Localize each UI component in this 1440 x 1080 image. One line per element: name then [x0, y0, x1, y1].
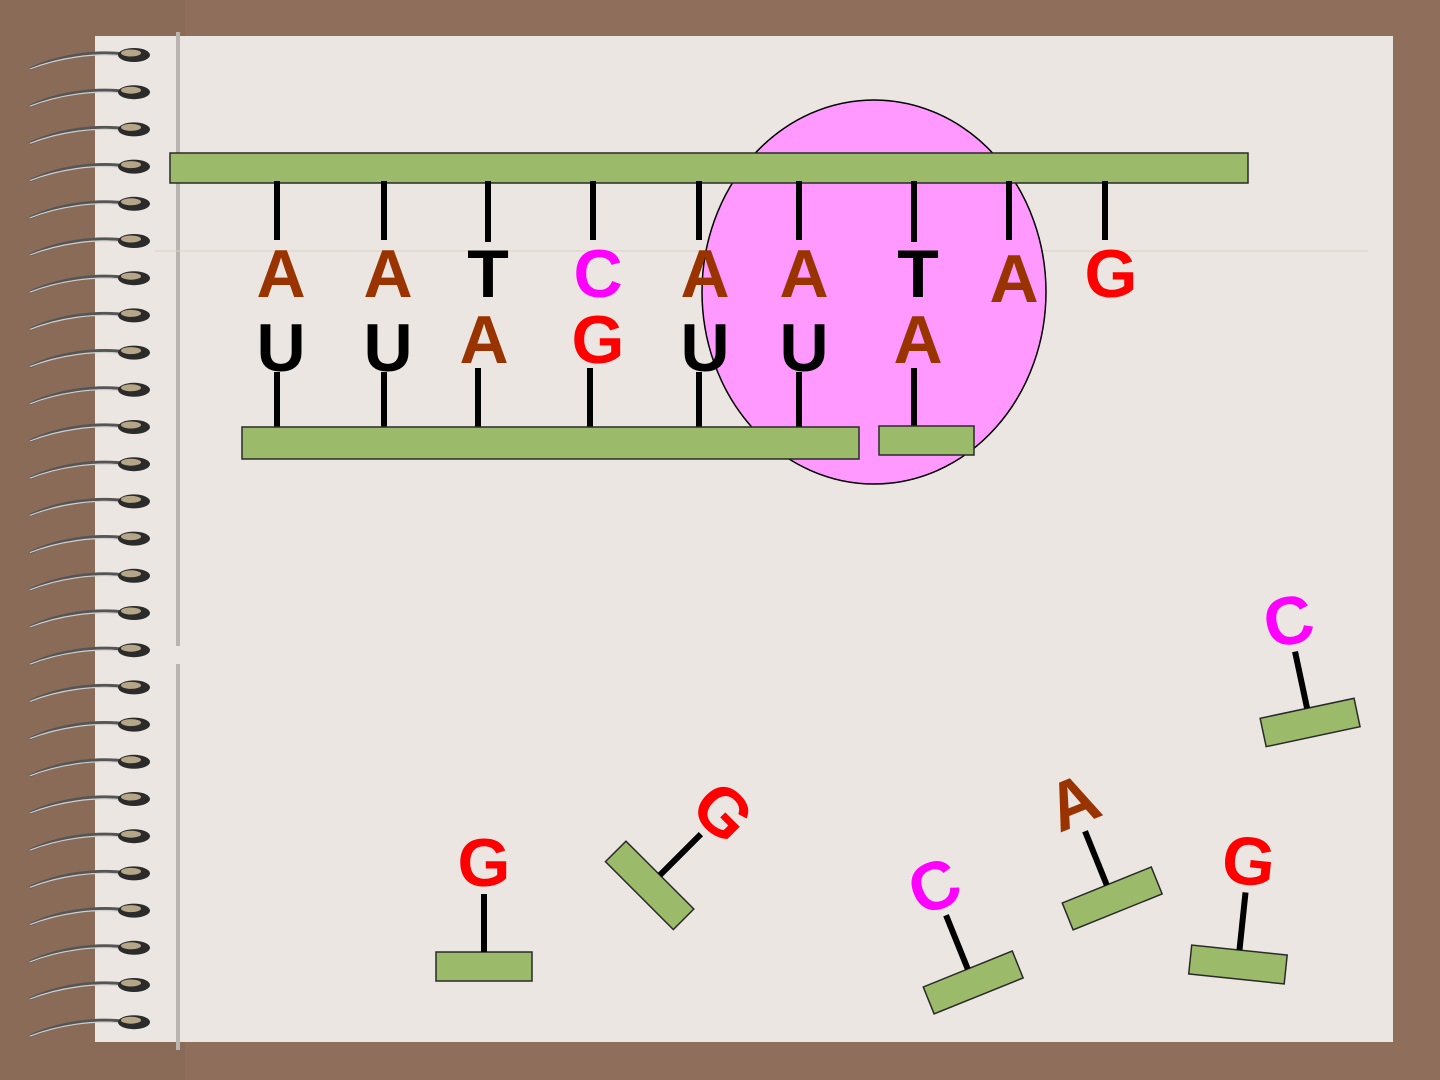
spiral-coil [29, 382, 150, 406]
spiral-coil [29, 903, 150, 926]
dna-backbone [169, 152, 1249, 184]
free-nucleotide: G [604, 767, 768, 931]
spiral-coil [29, 531, 150, 554]
free-base-c: C [897, 842, 971, 931]
spiral-coil [29, 196, 150, 220]
dna-base-a: A [779, 236, 828, 312]
spiral-coil [29, 829, 150, 852]
spiral-coil [29, 940, 150, 964]
spiral-coil [29, 420, 150, 443]
free-base-g: G [1218, 821, 1279, 902]
rna-base-g: G [572, 302, 625, 378]
binder-margin-line-top [176, 32, 180, 646]
rna-base-u: U [363, 310, 412, 386]
spiral-coil [29, 457, 150, 480]
spiral-coil [29, 48, 150, 71]
free-nucleotide: C [897, 842, 1025, 1015]
nucleotide-stem [1292, 650, 1311, 709]
spiral-coil [29, 866, 150, 889]
spiral-coil [29, 122, 150, 145]
nucleotide-sugar-phosphate [435, 951, 533, 982]
spiral-coil [29, 85, 150, 108]
spiral-coil [29, 978, 150, 1001]
nucleotide-stem [657, 831, 704, 878]
dna-base-a: A [989, 241, 1038, 317]
nucleotide-sugar-phosphate [922, 950, 1025, 1015]
nucleotide-stem [1236, 892, 1249, 951]
binder-margin-line-bottom [176, 664, 180, 1050]
nucleotide-sugar-phosphate [1187, 944, 1289, 985]
spiral-coil [29, 345, 150, 368]
free-base-a: A [1036, 758, 1110, 847]
free-nucleotide: A [1036, 758, 1164, 931]
spiral-coil [29, 1015, 150, 1038]
rna-polymerase-enzyme [701, 99, 1047, 485]
dna-base-c: C [573, 236, 622, 312]
free-nucleotide: C [1257, 579, 1361, 748]
spiral-binding [29, 48, 150, 1038]
dna-base-t: T [467, 236, 509, 312]
spiral-coil [29, 792, 150, 815]
spiral-coil [29, 606, 150, 629]
rna-base-u: U [779, 310, 828, 386]
spiral-coil [29, 308, 150, 331]
nucleotide-stem [1082, 830, 1110, 887]
free-nucleotide: G [1187, 821, 1289, 985]
nucleotide-sugar-phosphate [604, 840, 695, 931]
nucleotide-sugar-phosphate [1259, 697, 1361, 748]
free-nucleotide: G [435, 825, 533, 982]
dna-base-a: A [256, 236, 305, 312]
dna-base-g: G [1085, 236, 1138, 312]
rna-base-a: A [459, 302, 508, 378]
rna-base-u: U [256, 310, 305, 386]
free-base-c: C [1257, 579, 1321, 664]
rna-backbone [241, 426, 860, 460]
spiral-coil [29, 717, 150, 740]
dna-base-t: T [897, 236, 939, 312]
spiral-coil [29, 159, 150, 182]
free-base-g: G [458, 825, 511, 901]
spiral-coil [29, 271, 150, 294]
dna-base-a: A [680, 236, 729, 312]
spiral-coil [29, 643, 150, 666]
dna-base-a: A [363, 236, 412, 312]
rna-base-a: A [893, 302, 942, 378]
spiral-coil [29, 754, 150, 778]
rna-base-u: U [680, 310, 729, 386]
rna-backbone-new-segment [878, 425, 975, 456]
spiral-coil [29, 494, 150, 517]
spiral-coil [29, 680, 150, 703]
nucleotide-sugar-phosphate [1061, 866, 1164, 931]
nucleotide-stem [943, 914, 971, 971]
spiral-coil [29, 234, 150, 257]
spiral-coil [29, 568, 150, 592]
